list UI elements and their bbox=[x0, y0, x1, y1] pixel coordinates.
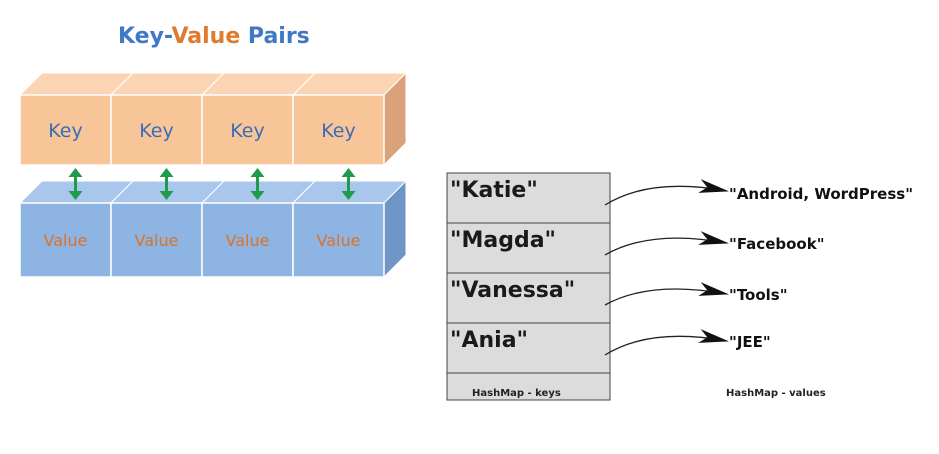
hashmap-key-label: "Vanessa" bbox=[450, 278, 575, 303]
hashmap-mappings: "Android, WordPress" "Facebook" "Tools" "JE… bbox=[604, 179, 913, 356]
key-label: Key bbox=[321, 120, 355, 142]
hashmap-key-cell bbox=[446, 172, 611, 224]
double-arrow-icon bbox=[68, 168, 83, 200]
key-label: Key bbox=[139, 120, 173, 142]
hashmap-keys-caption: HashMap - keys bbox=[472, 388, 561, 399]
mapping-arrow-icon bbox=[604, 231, 729, 256]
value-label: Value bbox=[135, 231, 179, 250]
key-cube-front bbox=[110, 94, 203, 166]
title-value-part: Value bbox=[171, 24, 240, 49]
title-key-part: Key- bbox=[118, 24, 172, 49]
hashmap-key-cell-empty bbox=[446, 372, 611, 401]
key-label: Key bbox=[48, 120, 82, 142]
title-pairs-part: Pairs bbox=[240, 24, 310, 49]
value-label: Value bbox=[44, 231, 88, 250]
hashmap-values-caption: HashMap - values bbox=[726, 388, 826, 399]
value-cube-front bbox=[292, 202, 385, 278]
mapping-arrow-icon bbox=[604, 329, 729, 356]
diagram-title: Key-Value Pairs bbox=[118, 24, 310, 49]
value-label: Value bbox=[226, 231, 270, 250]
double-arrow-icon bbox=[159, 168, 174, 200]
hashmap-value-label: "Android, WordPress" bbox=[729, 185, 913, 203]
value-cube-front bbox=[201, 202, 294, 278]
double-arrow-icon bbox=[341, 168, 356, 200]
value-label: Value bbox=[317, 231, 361, 250]
key-cube-front bbox=[19, 94, 112, 166]
hashmap-key-label: "Magda" bbox=[450, 228, 556, 253]
mapping-arrow-icon bbox=[604, 179, 729, 206]
hashmap-key-label: "Ania" bbox=[450, 328, 528, 353]
key-cube-front bbox=[292, 94, 385, 166]
hashmap-key-cell bbox=[446, 272, 611, 324]
double-arrow-icon bbox=[250, 168, 265, 200]
hashmap-value-label: "JEE" bbox=[729, 333, 771, 351]
hashmap-key-cell bbox=[446, 322, 611, 374]
hashmap-value-label: "Facebook" bbox=[729, 235, 825, 253]
key-label: Key bbox=[230, 120, 264, 142]
hashmap-value-label: "Tools" bbox=[729, 286, 788, 304]
hashmap-key-label: "Katie" bbox=[450, 178, 538, 203]
hashmap-keys-table: "Katie" "Magda" "Vanessa" "Ania" bbox=[446, 172, 611, 401]
mapping-arrow-icon bbox=[604, 282, 729, 306]
hashmap-key-cell bbox=[446, 222, 611, 274]
